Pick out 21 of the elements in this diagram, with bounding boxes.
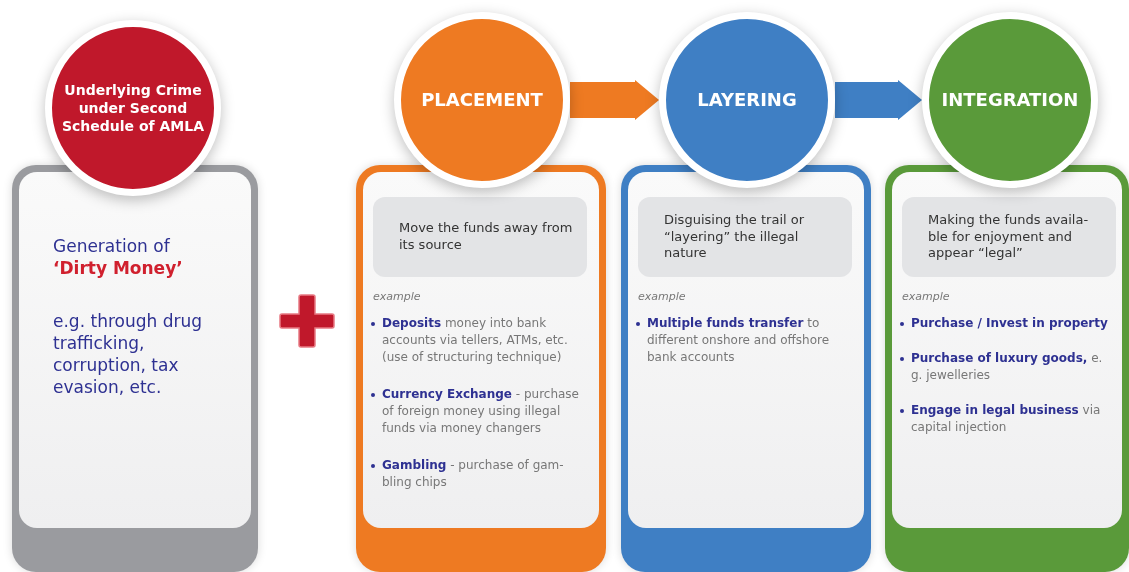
description-box: Making the funds availa-ble for enjoyment and appear “legal” — [902, 197, 1116, 277]
bullet-item: Currency Exchange - purchase of foreign money using illegal funds via money changers — [370, 386, 586, 438]
stage-card — [621, 165, 871, 572]
bullet-item: Gambling - purchase of gam-bling chips — [370, 457, 586, 492]
arrow — [570, 80, 659, 120]
stage-card — [885, 165, 1129, 572]
body-text: e.g. through drug trafficking, corruption, tax evasion, etc. — [53, 310, 203, 399]
example-label: example — [373, 290, 421, 303]
bullet-item: Deposits money into bank accounts via tellers, ATMs, etc. (use of structuring technique) — [370, 315, 586, 367]
description-box: Disguising the trail or “layering” the illegal nature — [638, 197, 852, 277]
stage-card — [12, 165, 258, 572]
example-label: example — [902, 290, 950, 303]
bullet-item: Purchase of luxury goods, e. g. jewelleries — [899, 350, 1115, 385]
bullet-item: Multiple funds transfer to different onshore and offshore bank accounts — [635, 315, 851, 367]
bullet-item: Engage in legal business via capital injection — [899, 402, 1115, 437]
heading-text: Generation of ‘Dirty Money’ — [53, 235, 184, 280]
stage-card — [356, 165, 606, 572]
description-box: Move the funds away from its source — [373, 197, 587, 277]
arrow — [835, 80, 922, 120]
bullet-item: Purchase / Invest in property — [899, 315, 1115, 333]
example-label: example — [638, 290, 686, 303]
